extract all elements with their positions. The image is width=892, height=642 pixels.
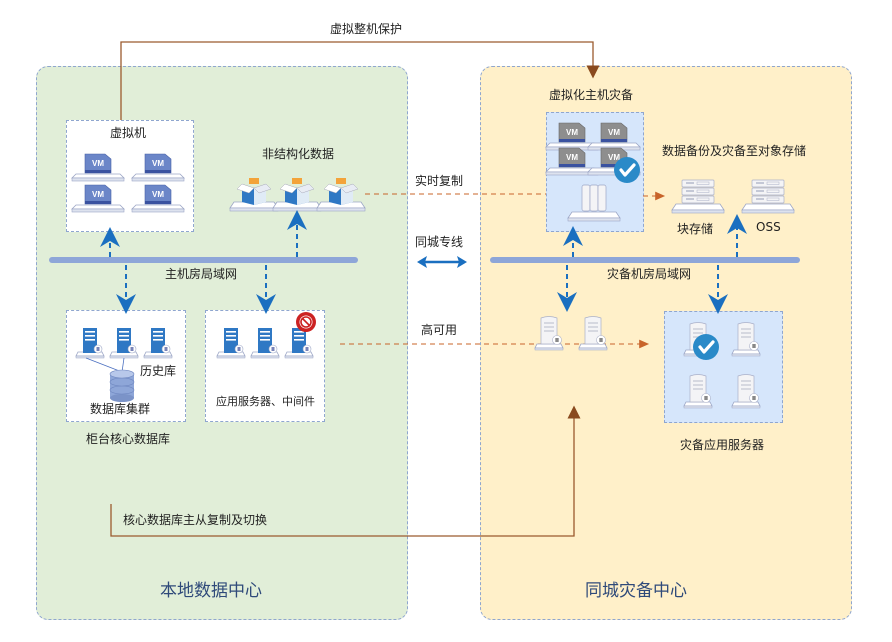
dr-lan-label: 灾备机房局域网 — [607, 267, 692, 281]
app-server-icon — [216, 327, 246, 359]
database-cylinder-icon — [109, 369, 135, 402]
vm-icon — [71, 184, 125, 213]
check-badge-icon — [691, 332, 721, 362]
dedicated-line-double-arrow-icon — [417, 256, 467, 268]
oss-label: OSS — [756, 220, 781, 234]
backup-to-object-label: 数据备份及灾备至对象存储 — [662, 144, 807, 158]
counter-core-db-caption: 柜台核心数据库 — [86, 432, 171, 446]
dr-app-server-icon — [731, 322, 761, 357]
ha-server-icon — [534, 316, 564, 351]
app-servers-label: 应用服务器、中间件 — [216, 395, 315, 408]
vm-group-label: 虚拟机 — [110, 126, 147, 140]
core-db-replication-connector — [110, 405, 581, 537]
app-server-icon — [284, 327, 314, 359]
vm-icon — [71, 153, 125, 182]
dedicated-line-label: 同城专线 — [415, 235, 464, 249]
block-storage-icon — [671, 179, 725, 214]
realtime-copy-label: 实时复制 — [415, 174, 464, 188]
check-badge-icon — [612, 155, 642, 185]
core-db-replication-label: 核心数据库主从复制及切换 — [123, 513, 268, 527]
vm-icon — [131, 153, 185, 182]
oss-storage-icon — [741, 179, 795, 214]
storage-array-icon — [567, 184, 621, 222]
vm-icon — [131, 184, 185, 213]
unstructured-data-label: 非结构化数据 — [262, 147, 335, 161]
data-box-icon — [272, 177, 322, 212]
db-server-icon — [75, 327, 105, 359]
dr-app-servers-label: 灾备应用服务器 — [680, 438, 765, 452]
db-server-icon — [143, 327, 173, 359]
db-cluster-label: 数据库集群 — [90, 402, 151, 416]
ha-server-icon — [578, 316, 608, 351]
vm-protection-connector — [120, 41, 600, 120]
dr-app-servers-box — [664, 311, 783, 423]
db-server-icon — [109, 327, 139, 359]
stop-badge-icon — [296, 312, 316, 332]
dr-app-server-icon — [731, 374, 761, 409]
app-server-icon — [250, 327, 280, 359]
vm-protection-label: 虚拟整机保护 — [330, 22, 403, 36]
dr-datacenter-title: 同城灾备中心 — [585, 581, 687, 601]
virt-host-dr-label: 虚拟化主机灾备 — [549, 88, 634, 102]
high-availability-label: 高可用 — [421, 323, 458, 337]
history-db-label: 历史库 — [140, 364, 177, 378]
local-datacenter-title: 本地数据中心 — [160, 581, 262, 601]
data-box-icon — [229, 177, 279, 212]
data-box-icon — [316, 177, 366, 212]
block-storage-label: 块存储 — [677, 222, 714, 236]
main-lan-label: 主机房局域网 — [165, 267, 238, 281]
dr-app-server-icon — [683, 374, 713, 409]
vm-icon — [587, 122, 641, 151]
